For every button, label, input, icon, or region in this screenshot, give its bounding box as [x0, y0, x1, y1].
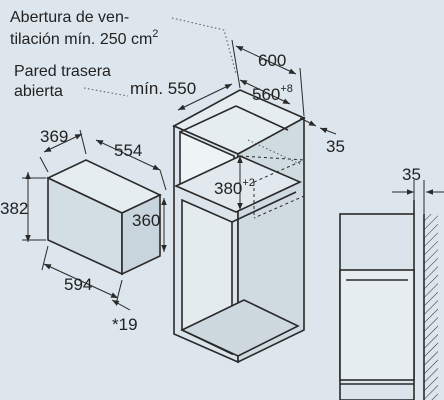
side-section-view — [339, 200, 438, 400]
appliance-inner-height-label: 360 — [132, 211, 160, 230]
ventilation-note-line2: tilación mín. 250 cm2 — [10, 28, 158, 48]
appliance-inner-width-label: 554 — [114, 141, 142, 160]
side-gap-label: 35 — [402, 165, 421, 184]
niche-width-label: 560+8 — [252, 83, 293, 104]
note-leaders — [83, 17, 301, 165]
cabinet-plinth — [180, 299, 300, 357]
appliance-height-label: 382 — [0, 199, 28, 218]
cabinet-dimension-lines — [177, 39, 337, 210]
appliance-width-label: 594 — [64, 275, 92, 294]
side-wall-hatch — [424, 214, 438, 400]
rear-wall-note-line2: abierta — [14, 83, 63, 100]
min-depth-label: mín. 550 — [130, 79, 196, 98]
appliance-depth-label: 369 — [40, 127, 68, 146]
niche-dashed-outline — [239, 155, 305, 219]
rear-wall-note-line1: Pared trasera — [14, 63, 111, 80]
niche-height-label: 380+2 — [214, 177, 255, 198]
outer-width-label: 600 — [258, 51, 286, 70]
side-view-dimension-lines — [392, 180, 444, 214]
front-offset-label: *19 — [112, 315, 138, 334]
ventilation-note-line1: Abertura de ven- — [10, 9, 129, 26]
appliance-box — [46, 159, 162, 276]
appliance-dimension-lines — [22, 129, 167, 311]
appliance-side-face — [121, 193, 161, 276]
side-offset-label: 35 — [326, 137, 345, 156]
side-appliance — [339, 269, 415, 381]
tall-cabinet — [172, 89, 306, 364]
